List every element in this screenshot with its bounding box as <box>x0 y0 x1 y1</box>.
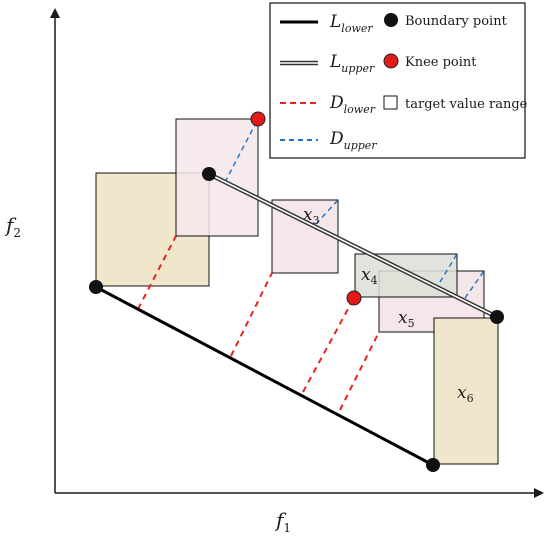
d-upper-line <box>315 199 339 225</box>
legend-d-lower-label: Dlower <box>329 93 376 116</box>
boundary-point <box>426 458 440 472</box>
y-axis-label: f2 <box>4 213 21 240</box>
legend-target-range-icon <box>383 95 398 110</box>
boundary-point <box>89 280 103 294</box>
knee-point <box>250 111 266 127</box>
x-axis-label: f1 <box>274 508 291 535</box>
d-lower-connectors <box>137 235 380 411</box>
solution-label-x4: x4 <box>361 265 378 287</box>
target-range-box-x3 <box>271 199 339 274</box>
d-lower-line <box>137 235 177 310</box>
d-lower-line <box>230 272 273 357</box>
boundary-point <box>490 310 504 324</box>
legend-knee-point-label: Knee point <box>405 55 477 70</box>
target-range-box-x6 <box>433 317 499 465</box>
legend-boundary-point-icon <box>384 13 398 27</box>
legend-frame <box>269 2 526 159</box>
solution-label-x6: x6 <box>457 383 474 405</box>
solution-label-x5: x5 <box>398 308 415 330</box>
d-upper-line <box>439 253 458 283</box>
d-lower-line <box>339 331 380 411</box>
d-lower-line <box>302 297 355 393</box>
d-upper-connectors <box>224 118 485 299</box>
boundary-point <box>202 167 216 181</box>
legend-boundary-point-label: Boundary point <box>405 14 508 29</box>
l-upper-line <box>207 171 499 320</box>
l-lower-line <box>95 285 434 467</box>
legend-l-upper-label: Lupper <box>329 52 375 75</box>
d-upper-line <box>224 118 259 183</box>
knee-point <box>346 290 362 306</box>
legend-l-lower-label: Llower <box>329 12 373 35</box>
target-range-box-x4 <box>354 253 458 298</box>
legend-d-upper-label: Dupper <box>329 129 377 152</box>
legend: Llower Boundary point Lupper Knee point … <box>269 2 528 159</box>
d-upper-line <box>464 270 485 299</box>
legend-target-range-label: target value range <box>405 97 528 112</box>
legend-knee-point-icon <box>383 53 399 69</box>
solution-label-x3: x3 <box>303 205 320 227</box>
